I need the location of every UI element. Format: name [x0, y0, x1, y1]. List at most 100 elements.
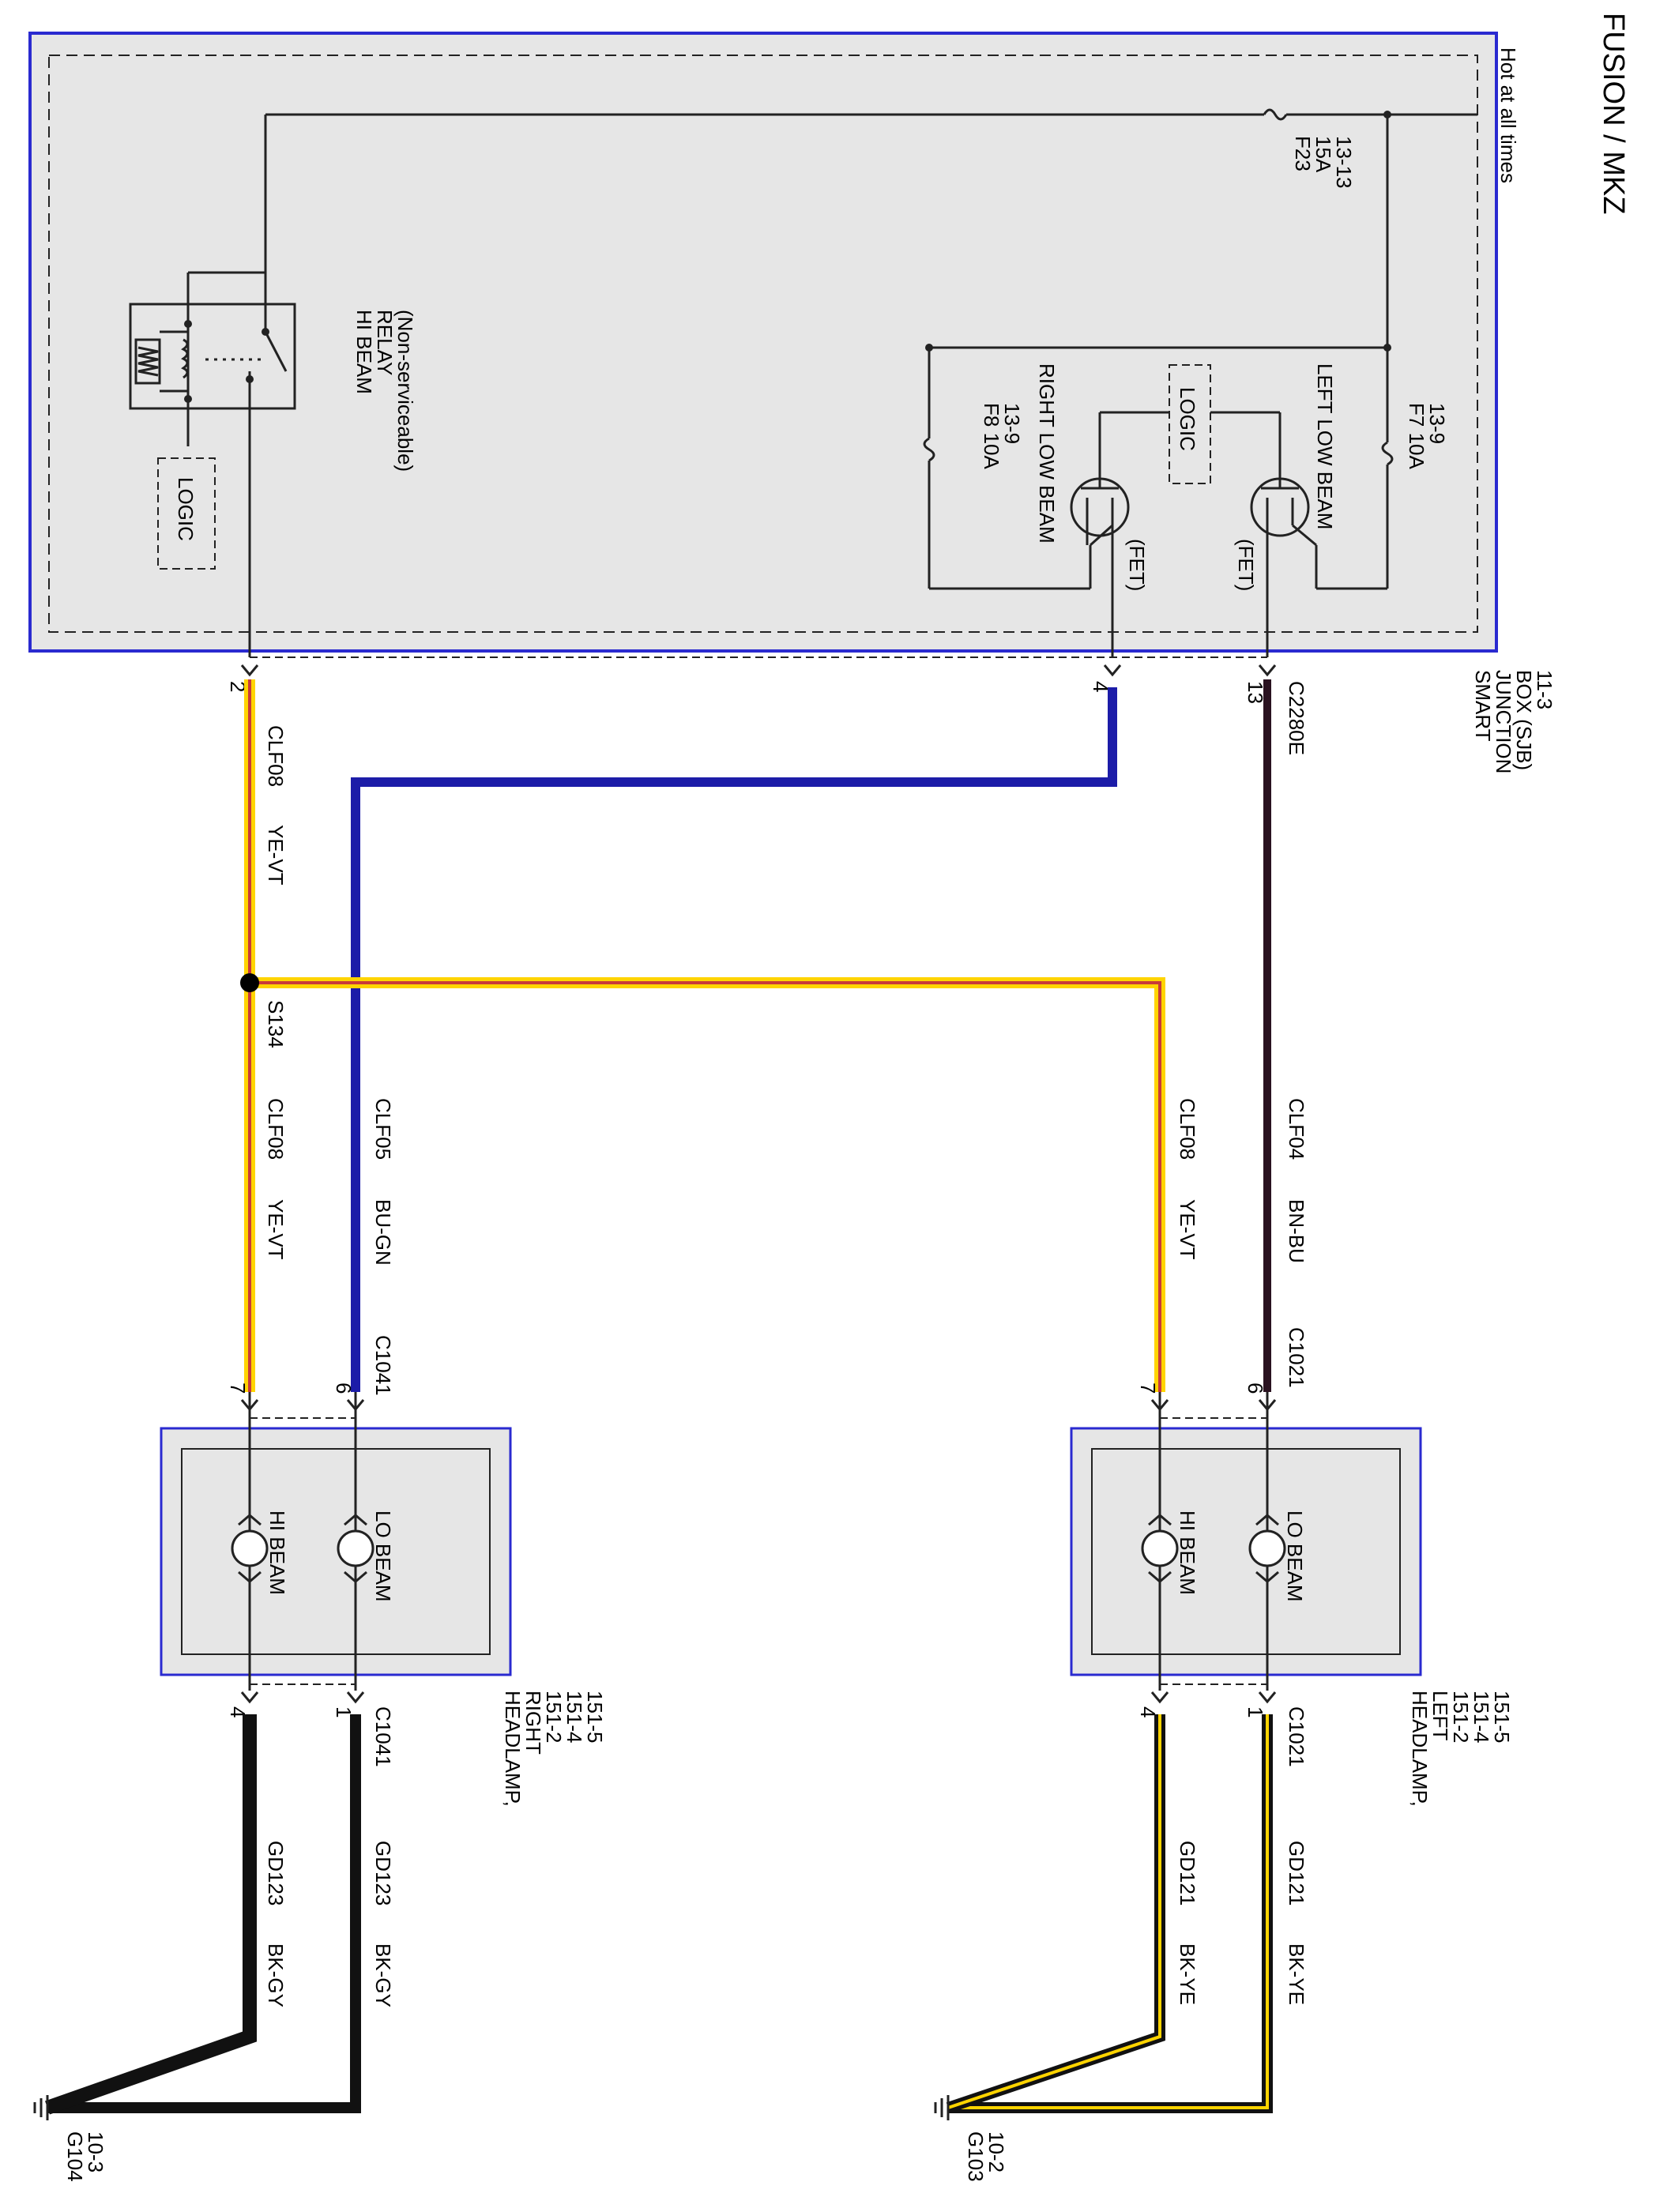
left-pin-1: 1	[1244, 1706, 1267, 1717]
sjb-connector-label: C2280E	[1285, 681, 1308, 755]
svg-text:11-3: 11-3	[1533, 670, 1556, 709]
right-pin-7: 7	[226, 1382, 250, 1394]
clf04-color-label: BN-BU	[1285, 1199, 1308, 1263]
svg-text:(Non-serviceable): (Non-serviceable)	[393, 310, 417, 472]
left-connector-top: C1021	[1285, 1327, 1308, 1388]
headlamp-left	[1070, 1392, 1422, 1704]
page-title: FUSION / MKZ	[1597, 13, 1630, 214]
right-low-beam-label: RIGHT LOW BEAM	[1035, 363, 1059, 544]
wire-gd123	[45, 1714, 361, 2115]
svg-text:JUNCTION: JUNCTION	[1492, 670, 1515, 773]
left-pin-6: 6	[1244, 1382, 1267, 1394]
svg-text:F7 10A: F7 10A	[1405, 403, 1428, 469]
clf05-circuit-label: CLF05	[371, 1098, 395, 1160]
ground-g103-label: G103 10-2	[964, 2131, 1008, 2182]
splice-label: S134	[264, 1000, 288, 1048]
left-pin-4: 4	[1136, 1706, 1160, 1717]
svg-text:HEADLAMP,: HEADLAMP,	[1408, 1691, 1432, 1807]
hot-at-all-times-label: Hot at all times	[1496, 47, 1520, 183]
fuse-f7-circuit	[1315, 348, 1394, 590]
svg-text:151-5: 151-5	[1490, 1691, 1514, 1744]
svg-text:13-9: 13-9	[1425, 403, 1449, 444]
fuse-f7-label: F7 10A 13-9	[1405, 403, 1449, 469]
svg-text:15A: 15A	[1312, 136, 1335, 173]
svg-text:RIGHT: RIGHT	[521, 1691, 545, 1755]
wire-gd121	[946, 1714, 1273, 2113]
sjb-name: SMART JUNCTION BOX (SJB) 11-3	[1471, 670, 1556, 773]
clf04-circuit-label: CLF04	[1285, 1098, 1308, 1160]
clf08-circuit-label-right: CLF08	[264, 1098, 288, 1160]
svg-text:HEADLAMP,: HEADLAMP,	[501, 1691, 525, 1807]
svg-text:G103: G103	[964, 2131, 988, 2182]
wire-clf08	[244, 679, 1165, 1392]
svg-text:151-4: 151-4	[563, 1691, 586, 1744]
right-fet-label: (FET)	[1125, 539, 1149, 591]
wire-clf05	[351, 687, 1117, 1392]
svg-text:LEFT: LEFT	[1428, 1691, 1452, 1741]
sjb-pin-2: 2	[226, 681, 250, 692]
clf08-circuit-label-left: CLF08	[1176, 1098, 1199, 1160]
smart-junction-box	[28, 32, 1498, 653]
left-connector-bottom: C1021	[1285, 1706, 1308, 1767]
right-connector-bottom: C1041	[371, 1706, 395, 1767]
svg-text:F8 10A: F8 10A	[980, 403, 1003, 469]
svg-text:151-5: 151-5	[583, 1691, 607, 1744]
svg-text:151-2: 151-2	[542, 1691, 566, 1744]
left-hi-beam-label: HI BEAM	[1176, 1510, 1199, 1595]
splice-s134	[240, 973, 259, 992]
svg-text:SMART: SMART	[1471, 670, 1495, 742]
relay-logic-label: LOGIC	[174, 477, 198, 541]
gd121-circuit-label-a: GD121	[1285, 1841, 1308, 1905]
svg-text:151-4: 151-4	[1470, 1691, 1493, 1744]
fuse-f8-label: F8 10A 13-9	[980, 403, 1024, 469]
left-pin-7: 7	[1136, 1382, 1160, 1394]
fuse-f23: F23 15A 13-13	[1291, 136, 1356, 189]
clf05-color-label: BU-GN	[371, 1199, 395, 1266]
right-hi-beam-label: HI BEAM	[265, 1510, 289, 1595]
svg-text:HI BEAM: HI BEAM	[352, 310, 376, 394]
svg-text:BOX (SJB): BOX (SJB)	[1512, 670, 1536, 770]
gd121-color-label-b: BK-YE	[1176, 1943, 1199, 2005]
gd123-circuit-label-b: GD123	[264, 1841, 288, 1905]
svg-text:G104: G104	[63, 2131, 87, 2182]
svg-text:F23: F23	[1291, 136, 1315, 171]
ground-g104-icon	[33, 2095, 49, 2120]
clf08-circuit-label-top: CLF08	[264, 725, 288, 787]
gd123-circuit-label-a: GD123	[371, 1841, 395, 1905]
left-low-beam-label: LEFT LOW BEAM	[1313, 363, 1337, 529]
left-lo-beam-label: LO BEAM	[1283, 1510, 1307, 1602]
headlamp-left-name: HEADLAMP, LEFT 151-2 151-4 151-5	[1408, 1691, 1514, 1807]
right-pin-6: 6	[332, 1382, 356, 1394]
hi-beam-relay-label: HI BEAM RELAY (Non-serviceable)	[352, 310, 417, 472]
ground-g104-label: G104 10-3	[63, 2131, 107, 2182]
hi-beam-relay	[129, 271, 296, 657]
gd123-color-label-b: BK-GY	[264, 1943, 288, 2007]
svg-text:151-2: 151-2	[1449, 1691, 1473, 1744]
svg-text:10-3: 10-3	[84, 2131, 107, 2172]
right-connector-top: C1041	[371, 1335, 395, 1396]
clf08-color-label-top: YE-VT	[264, 825, 288, 886]
low-beam-logic-label: LOGIC	[1176, 387, 1199, 451]
right-low-beam-fet	[1070, 412, 1130, 657]
clf08-color-label-left: YE-VT	[1176, 1199, 1199, 1260]
relay-logic-box	[157, 457, 216, 570]
svg-text:10-2: 10-2	[984, 2131, 1008, 2172]
fuse-f8-circuit	[923, 348, 1092, 590]
right-lo-beam-label: LO BEAM	[371, 1510, 395, 1602]
svg-text:13-13: 13-13	[1332, 136, 1356, 189]
svg-text:13-9: 13-9	[1000, 403, 1024, 444]
sjb-pin-4: 4	[1089, 681, 1112, 692]
power-bus	[264, 108, 1477, 349]
clf08-color-label-right: YE-VT	[264, 1199, 288, 1260]
left-fet-label: (FET)	[1234, 539, 1258, 591]
low-beam-logic	[1100, 364, 1221, 484]
ground-g103-icon	[934, 2095, 950, 2120]
headlamp-right	[160, 1392, 512, 1704]
left-low-beam-fet	[1221, 411, 1317, 657]
right-pin-1: 1	[332, 1706, 356, 1717]
svg-text:RELAY: RELAY	[373, 310, 397, 375]
gd123-color-label-a: BK-GY	[371, 1943, 395, 2007]
gd121-circuit-label-b: GD121	[1176, 1841, 1199, 1905]
gd121-color-label-a: BK-YE	[1285, 1943, 1308, 2005]
